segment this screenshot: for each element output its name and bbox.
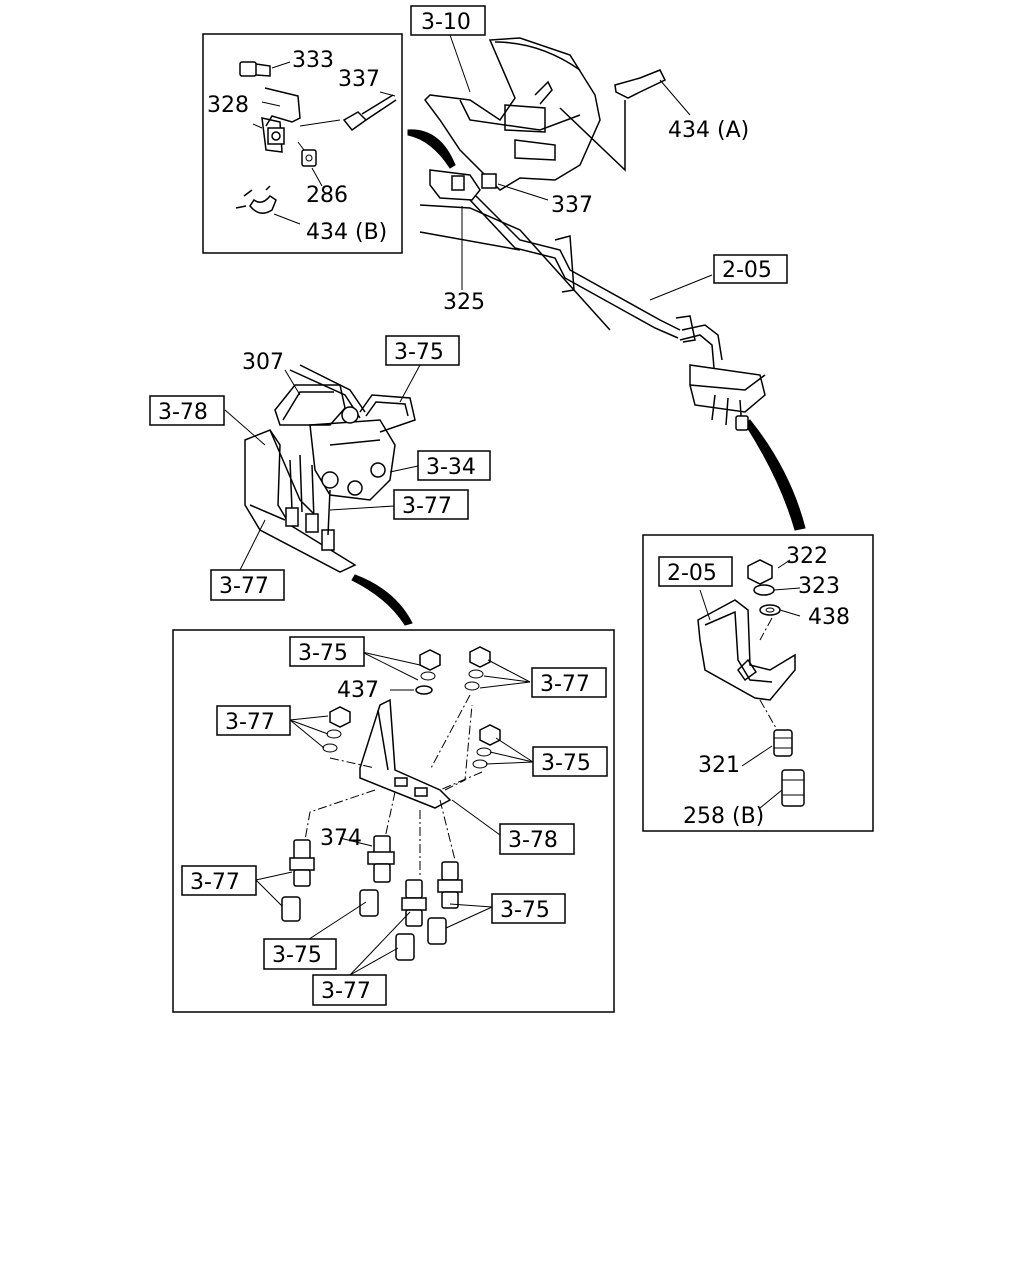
svg-text:3-75: 3-75 (394, 340, 444, 365)
callout-333: 333 (292, 48, 334, 73)
ref-3-75-detail-top[interactable]: 3-75 (289, 636, 365, 667)
ref-3-75-detail-bottom[interactable]: 3-75 (263, 938, 337, 970)
ref-3-77-detail-left[interactable]: 3-77 (216, 705, 291, 736)
callout-307: 307 (242, 350, 284, 375)
ref-3-75-detail-lower-right[interactable]: 3-75 (491, 893, 566, 924)
ref-2-05-detail[interactable]: 2-05 (658, 556, 733, 587)
detail-fittings (255, 646, 534, 976)
svg-text:3-77: 3-77 (321, 979, 371, 1004)
ref-3-77-detail-bottom[interactable]: 3-77 (312, 974, 387, 1006)
svg-text:3-75: 3-75 (298, 641, 348, 666)
svg-text:3-77: 3-77 (540, 672, 590, 697)
callout-325: 325 (443, 290, 485, 315)
svg-text:3-78: 3-78 (508, 828, 558, 853)
callout-322: 322 (786, 544, 828, 569)
ref-3-77-detail-top-right[interactable]: 3-77 (531, 667, 607, 698)
callout-arrow-bottom (351, 574, 413, 626)
ref-3-78-detail[interactable]: 3-78 (499, 823, 575, 855)
callout-434a: 434 (A) (668, 118, 749, 143)
svg-text:3-77: 3-77 (219, 574, 269, 599)
ref-3-75-main[interactable]: 3-75 (385, 335, 460, 366)
fitting-pair-4 (427, 861, 463, 945)
ref-2-05-main[interactable]: 2-05 (713, 254, 788, 284)
detail-frame-right (642, 534, 874, 832)
callout-258b: 258 (B) (683, 804, 764, 829)
detail-frame-top-left (202, 33, 403, 254)
svg-text:3-77: 3-77 (402, 494, 452, 519)
callout-438: 438 (808, 605, 850, 630)
ref-3-34[interactable]: 3-34 (417, 450, 491, 481)
detail-frame-bottom (172, 629, 615, 1013)
ref-3-77-detail-lower-left[interactable]: 3-77 (181, 865, 257, 896)
fitting-pair-3 (395, 879, 427, 961)
callout-286: 286 (306, 183, 348, 208)
callout-337: 337 (551, 193, 593, 218)
callout-arrow-top-left (407, 129, 456, 169)
callout-337-detail: 337 (338, 67, 380, 92)
callout-374: 374 (320, 826, 362, 851)
mid-valve-assembly (224, 364, 421, 573)
callout-434b: 434 (B) (306, 220, 387, 245)
callout-328: 328 (207, 93, 249, 118)
callout-arrow-right (744, 419, 806, 531)
svg-text:3-75: 3-75 (541, 751, 591, 776)
detail-bracket-parts (697, 559, 805, 809)
svg-text:2-05: 2-05 (722, 258, 772, 283)
callout-437: 437 (337, 678, 379, 703)
ref-3-10[interactable]: 3-10 (410, 5, 486, 36)
ref-3-77-main-right[interactable]: 3-77 (393, 489, 469, 520)
svg-text:3-78: 3-78 (158, 400, 208, 425)
svg-text:3-34: 3-34 (426, 455, 476, 480)
ref-3-75-detail-right[interactable]: 3-75 (532, 746, 608, 777)
ref-3-78-main[interactable]: 3-78 (149, 395, 225, 426)
callout-323: 323 (798, 574, 840, 599)
svg-text:3-10: 3-10 (421, 10, 471, 35)
svg-text:3-77: 3-77 (225, 710, 275, 735)
svg-text:3-75: 3-75 (272, 943, 322, 968)
main-pedal-assembly (419, 34, 766, 431)
fitting-pair-1 (281, 839, 315, 922)
svg-text:2-05: 2-05 (667, 561, 717, 586)
detail-valve-parts (235, 61, 397, 225)
fitting-pair-2 (359, 835, 395, 917)
callout-321: 321 (698, 753, 740, 778)
svg-text:3-77: 3-77 (190, 870, 240, 895)
svg-text:3-75: 3-75 (500, 898, 550, 923)
ref-3-77-main-left[interactable]: 3-77 (210, 569, 285, 601)
